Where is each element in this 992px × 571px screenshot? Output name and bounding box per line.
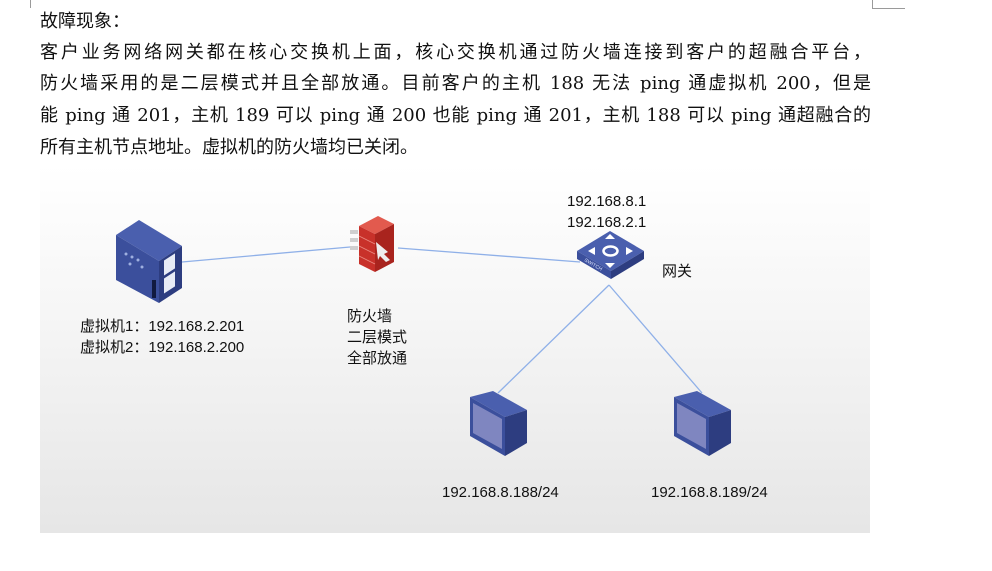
switch-name: 网关 <box>662 263 693 280</box>
pc-icon <box>674 391 731 456</box>
switch-icon: SWITCH <box>577 231 644 279</box>
paragraph-line: 防火墙采用的是二层模式并且全部放通。目前客户的主机 188 无法 ping 通虚… <box>40 73 871 94</box>
firewall-icon <box>350 216 394 272</box>
host1-label: 192.168.8.188/24 <box>442 484 559 501</box>
network-diagram: SWITCH 虚拟机1：192.168.2.201 虚拟机2：192.168.2… <box>40 165 870 533</box>
switch-ips: 192.168.8.1 192.168.2.1 <box>567 191 646 233</box>
margin-mark-right <box>872 0 873 8</box>
firewall-policy: 全部放通 <box>347 350 408 367</box>
switch-ip: 192.168.8.1 <box>567 193 647 210</box>
server-label: 虚拟机1：192.168.2.201 虚拟机2：192.168.2.200 <box>80 316 244 358</box>
firewall-name: 防火墙 <box>347 308 393 325</box>
link-firewall-switch <box>397 247 581 263</box>
switch-ip: 192.168.2.1 <box>567 214 647 231</box>
margin-mark-right-h <box>872 8 905 9</box>
paragraph-line: 客户业务网络网关都在核心交换机上面，核心交换机通过防火墙连接到客户的超融合平台， <box>40 42 871 63</box>
pc-icon <box>470 391 527 456</box>
links <box>181 246 703 394</box>
firewall-mode: 二层模式 <box>347 329 408 346</box>
host2-label: 192.168.8.189/24 <box>651 484 768 501</box>
margin-mark-left <box>30 0 31 8</box>
firewall-label: 防火墙 二层模式 全部放通 <box>347 306 407 369</box>
server-icon <box>116 220 182 303</box>
heading: 故障现象： <box>40 11 130 32</box>
paragraph-line: 能 ping 通 201，主机 189 可以 ping 通 200 也能 pin… <box>40 105 871 126</box>
paragraph-line: 所有主机节点地址。虚拟机的防火墙均已关闭。 <box>40 137 418 158</box>
vm2-label: 虚拟机2：192.168.2.200 <box>80 339 245 356</box>
link-switch-host2 <box>608 284 703 394</box>
link-server-firewall <box>181 246 351 263</box>
link-switch-host1 <box>497 284 610 394</box>
vm1-label: 虚拟机1：192.168.2.201 <box>80 318 245 335</box>
